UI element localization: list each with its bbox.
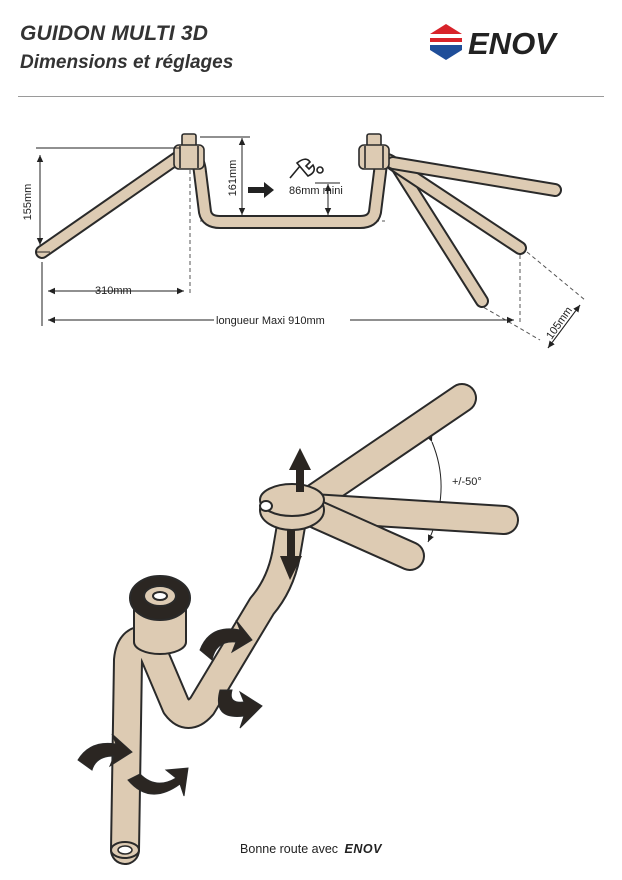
enov-logo: ENOV — [430, 24, 558, 61]
logo-shield-icon — [430, 24, 462, 60]
footer-brand: ENOV — [344, 842, 382, 856]
riser-block — [129, 575, 191, 655]
footer: Bonne route avec ENOV — [0, 842, 622, 856]
dim-161-label: 161mm — [227, 160, 239, 197]
dim-105-label: 105mm — [544, 305, 575, 342]
rotation-arrow-icon — [77, 619, 263, 797]
footer-text: Bonne route avec — [240, 842, 339, 856]
arrow-right-icon — [248, 182, 274, 198]
angle-label: +/-50° — [452, 476, 482, 488]
left-clamp — [173, 133, 205, 170]
upper-clamp — [259, 483, 325, 531]
dim-86-label: 86mm mini — [289, 185, 343, 197]
front-view-diagram: 155mm 161mm 86mm mini 310mm longueur Max… — [22, 133, 586, 349]
logo-text: ENOV — [468, 26, 558, 61]
up-down-arrow-icon — [280, 448, 311, 580]
dim-155-label: 155mm — [22, 184, 34, 221]
dim-310-label: 310mm — [95, 285, 132, 297]
adjustment-3d-view: +/-50° — [77, 383, 519, 865]
page-subtitle: Dimensions et réglages — [20, 52, 234, 73]
dim-910-label: longueur Maxi 910mm — [216, 315, 325, 327]
header-divider — [18, 96, 604, 97]
page-title: GUIDON MULTI 3D — [20, 22, 209, 45]
wrench-icon — [289, 158, 324, 179]
right-clamp — [358, 133, 390, 170]
